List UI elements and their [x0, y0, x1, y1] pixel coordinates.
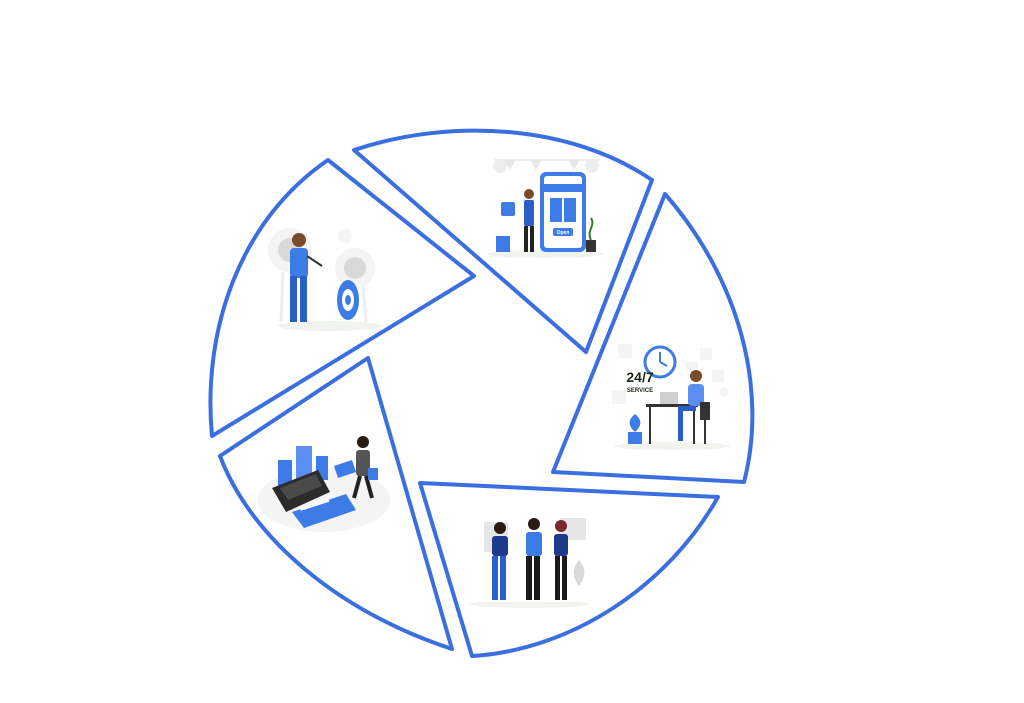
segment-shop: Open — [352, 128, 654, 354]
customer-support-icon: 24/7 SERVICE — [612, 344, 730, 450]
segment-support-shape — [551, 192, 755, 484]
support-clock-label: 24/7 — [626, 369, 653, 385]
card-payment-icon — [258, 436, 390, 532]
segment-team-shape — [418, 481, 720, 658]
segment-team — [418, 481, 720, 658]
segment-shop-shape — [352, 128, 654, 354]
business-team-icon — [470, 516, 590, 608]
segment-payment — [218, 356, 454, 651]
segment-targets-shape — [208, 158, 476, 438]
shop-open-label: Open — [557, 230, 570, 236]
online-shop-icon: Open — [487, 159, 603, 258]
support-service-label: SERVICE — [627, 388, 653, 394]
segment-payment-shape — [218, 356, 454, 651]
segment-support: 24/7 SERVICE — [551, 192, 755, 484]
archer-targets-icon — [268, 228, 382, 331]
segment-targets — [208, 158, 476, 438]
